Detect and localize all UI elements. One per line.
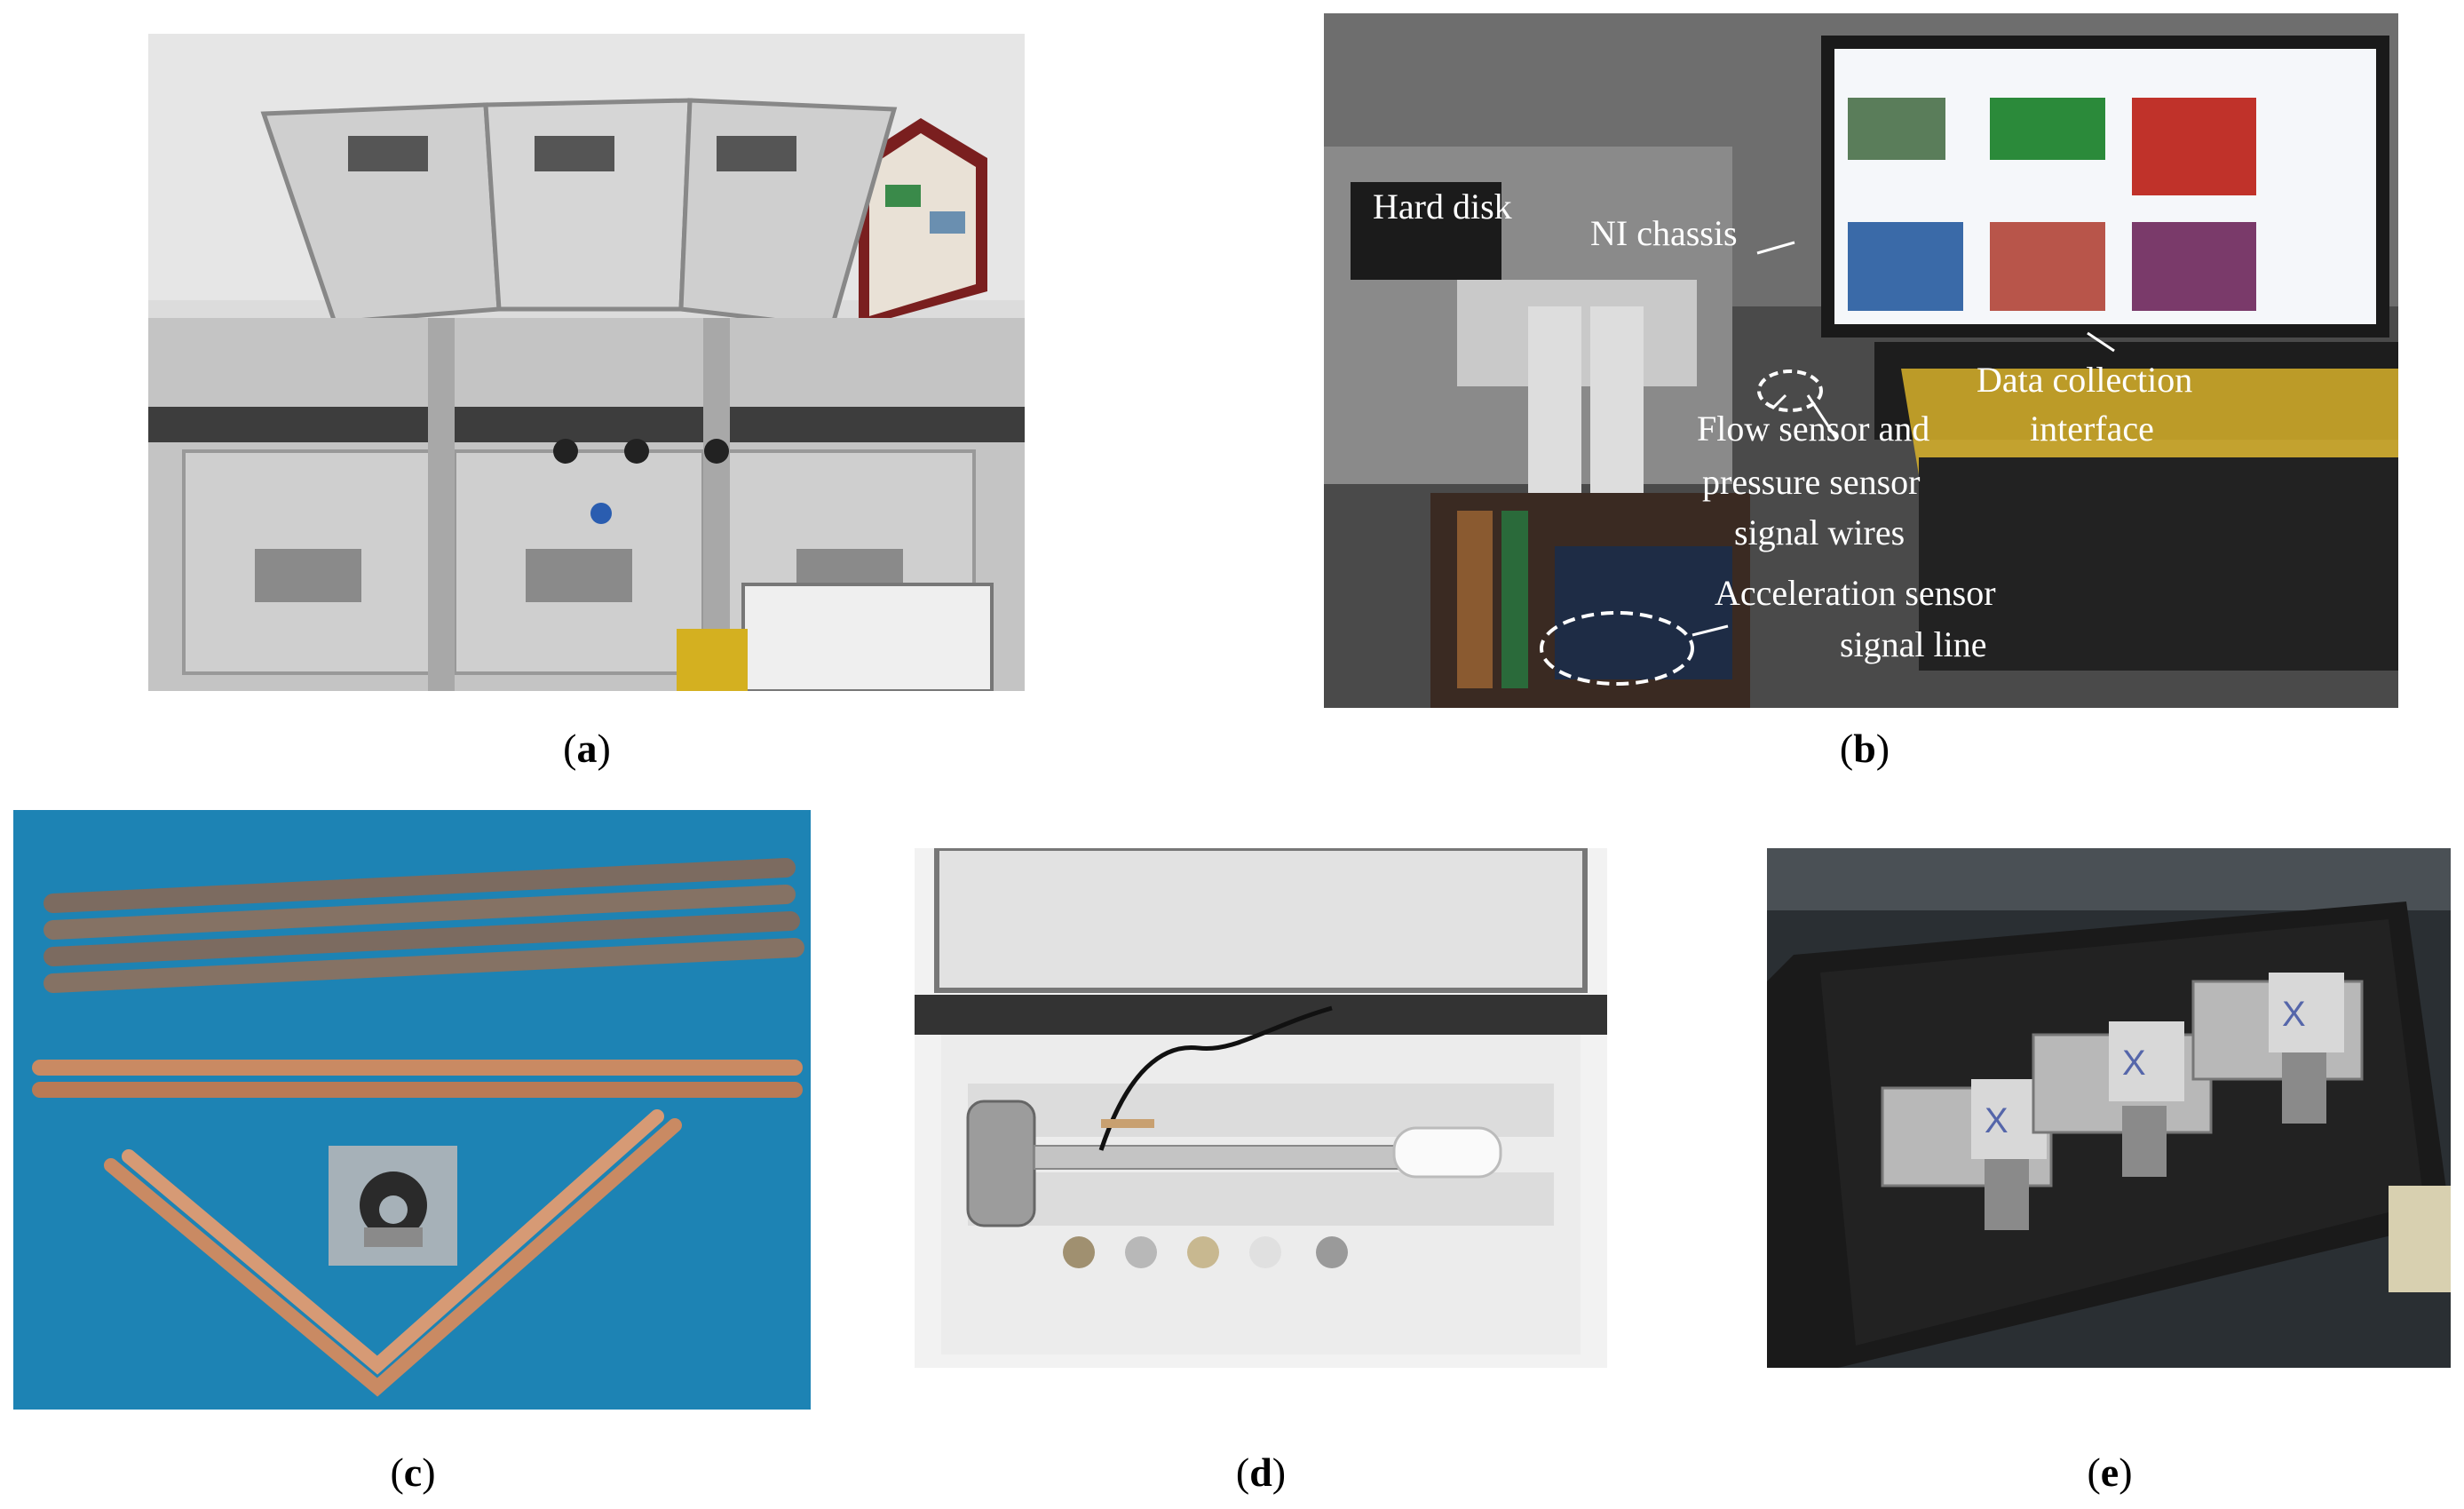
label-accel-2: signal line — [1840, 624, 1987, 664]
caption-a: (a) — [563, 726, 611, 771]
photo-b-data-acquisition: Hard disk NI chassis Data collection int… — [1324, 13, 2398, 708]
label-flow-2: pressure sensor — [1702, 462, 1921, 502]
label-hard-disk: Hard disk — [1373, 187, 1512, 226]
photo-a-test-rig — [148, 34, 1025, 691]
photo-c-copper-pipes — [13, 810, 811, 1410]
caption-a-letter: a — [576, 726, 598, 771]
label-accel-1: Acceleration sensor — [1715, 573, 1996, 613]
label-flow-1: Flow sensor and — [1697, 409, 1930, 449]
photo-d-impact-hammer — [915, 848, 1607, 1368]
label-data-collection-2: interface — [2030, 409, 2154, 449]
caption-b-letter: b — [1853, 726, 1876, 771]
svg-text:X: X — [1985, 1101, 2008, 1140]
svg-text:X: X — [2282, 995, 2306, 1034]
svg-text:X: X — [2122, 1044, 2146, 1083]
photo-e-accelerometers: X X X — [1767, 848, 2451, 1368]
caption-c: (c) — [390, 1449, 436, 1495]
caption-d-letter: d — [1249, 1449, 1272, 1495]
label-flow-3: signal wires — [1734, 512, 1905, 552]
caption-c-letter: c — [403, 1449, 423, 1495]
label-data-collection-1: Data collection — [1977, 360, 2193, 400]
caption-d: (d) — [1235, 1449, 1287, 1495]
caption-e-letter: e — [2100, 1449, 2119, 1495]
caption-e: (e) — [2087, 1449, 2133, 1495]
caption-b: (b) — [1839, 726, 1890, 771]
label-ni-chassis: NI chassis — [1590, 213, 1738, 253]
